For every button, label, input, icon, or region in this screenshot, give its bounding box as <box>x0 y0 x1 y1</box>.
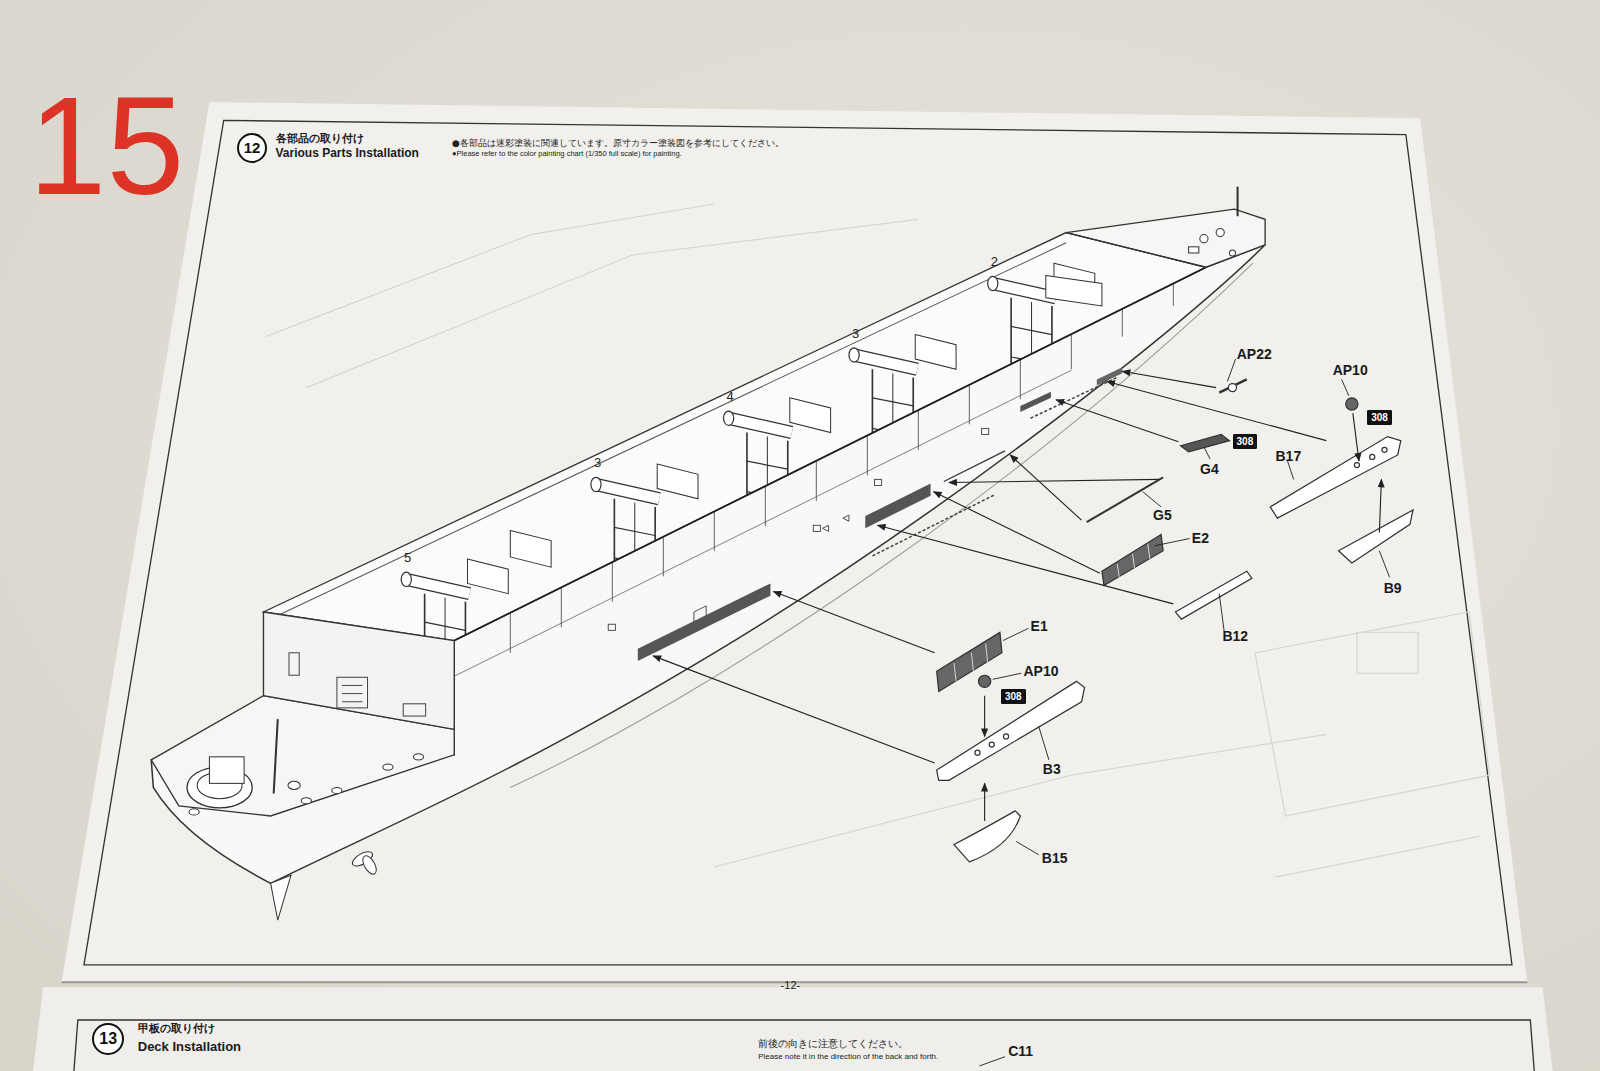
color-code-text: 308 <box>1371 412 1388 423</box>
frame-number: 5 <box>404 551 411 566</box>
frame-number: 3 <box>594 456 601 471</box>
part-number: B9 <box>1384 580 1402 596</box>
step-number-text: 12 <box>244 140 261 157</box>
part-number: B17 <box>1276 448 1302 464</box>
part-number: B12 <box>1222 628 1248 644</box>
part-number: G5 <box>1153 507 1172 523</box>
part-number: C11 <box>1008 1043 1033 1059</box>
note-text: 前後の向きに注意してください。 <box>758 1038 908 1050</box>
step-title: Deck Installation <box>138 1040 241 1055</box>
step-title: Various Parts Installation <box>276 147 419 161</box>
part-number: B3 <box>1043 761 1061 777</box>
frame-number: 2 <box>991 255 998 270</box>
part-number: AP22 <box>1237 346 1272 362</box>
step-title: 甲板の取り付け <box>138 1023 215 1036</box>
color-code: 308 <box>1233 434 1258 449</box>
part-number: G4 <box>1200 461 1219 477</box>
part-number: B12 <box>1222 628 1248 644</box>
note-text: Please note it in the direction of the b… <box>758 1052 938 1061</box>
frame-number: 4 <box>727 390 734 405</box>
part-number: E2 <box>1192 530 1209 546</box>
part-number: G5 <box>1153 507 1172 523</box>
part-number: AP22 <box>1237 346 1272 362</box>
part-number: AP10 <box>1333 362 1368 378</box>
part-number: E1 <box>1031 618 1048 634</box>
color-code-text: 308 <box>1005 691 1022 702</box>
step-number: 13 <box>92 1023 124 1055</box>
part-number: B15 <box>1042 850 1068 866</box>
note-text: ●各部品は迷彩塗装に関連しています。原寸カラー塗装図を参考にしてください。 <box>452 138 784 148</box>
page-marker: 15 <box>29 65 185 226</box>
frame-number: 5 <box>404 551 411 566</box>
note-text: Please note it in the direction of the b… <box>758 1052 938 1061</box>
part-number: C11 <box>1008 1043 1033 1059</box>
part-number: E2 <box>1192 530 1209 546</box>
frame-number: 4 <box>727 390 734 405</box>
step-title: 甲板の取り付け <box>138 1023 215 1036</box>
color-code-text: 308 <box>1237 436 1254 447</box>
frame-number: 3 <box>852 327 859 342</box>
color-code: 308 <box>1367 410 1392 425</box>
step-title: Deck Installation <box>138 1040 241 1055</box>
step-title: 各部品の取り付け <box>276 133 364 146</box>
color-code: 308 <box>1001 689 1026 704</box>
page-number: -12- <box>781 979 801 992</box>
part-number: B9 <box>1384 580 1402 596</box>
part-number: B15 <box>1042 850 1068 866</box>
step-title: Various Parts Installation <box>276 147 419 161</box>
frame-number: 2 <box>991 255 998 270</box>
note-text: 前後の向きに注意してください。 <box>758 1038 908 1050</box>
page-marker: 15 <box>29 65 185 226</box>
part-number: AP10 <box>1023 663 1058 679</box>
part-number: AP10 <box>1333 362 1368 378</box>
frame-number: 3 <box>594 456 601 471</box>
step-title: 各部品の取り付け <box>276 133 364 146</box>
part-number: E1 <box>1031 618 1048 634</box>
step-number-text: 13 <box>99 1030 117 1048</box>
part-number: AP10 <box>1023 663 1058 679</box>
part-number: B17 <box>1276 448 1302 464</box>
note-text: ●Please refer to the color painting char… <box>452 150 682 159</box>
part-number: B3 <box>1043 761 1061 777</box>
page-number: -12- <box>781 979 801 992</box>
note-text: ●Please refer to the color painting char… <box>452 150 682 159</box>
part-number: G4 <box>1200 461 1219 477</box>
frame-number: 3 <box>852 327 859 342</box>
note-text: ●各部品は迷彩塗装に関連しています。原寸カラー塗装図を参考にしてください。 <box>452 138 784 148</box>
